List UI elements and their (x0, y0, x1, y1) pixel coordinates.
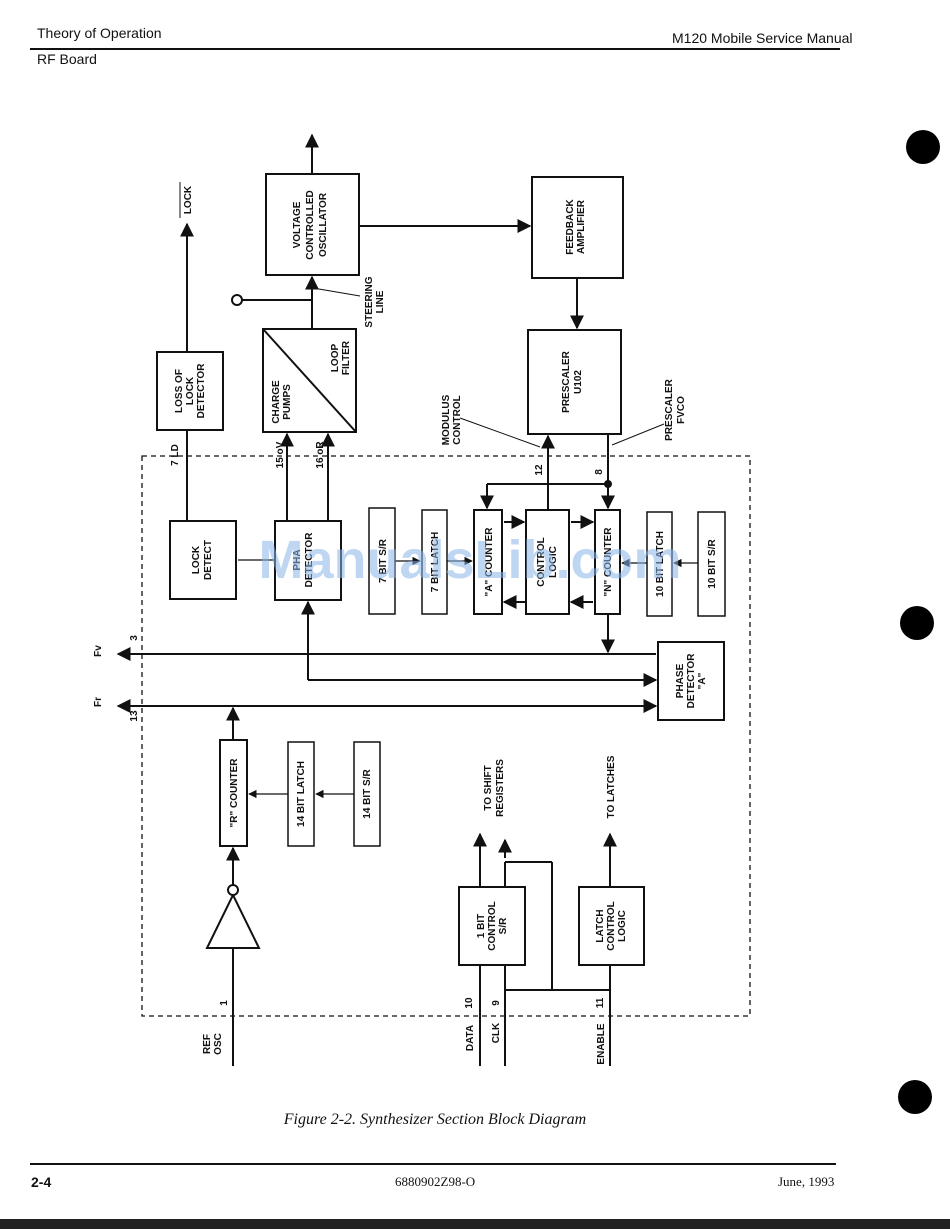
phase-detector-a-label-2: DETECTOR (686, 653, 697, 709)
pin-13: 13 (129, 710, 140, 722)
charge-pumps-label-2: PUMPS (282, 384, 293, 420)
punch-hole-middle (900, 606, 934, 640)
to-shift-registers-label-2: REGISTERS (495, 759, 506, 817)
pin-11: 11 (595, 997, 606, 1008)
prescaler-label-1: PRESCALER (561, 350, 572, 412)
header-rule (30, 48, 840, 50)
header-manual-title: M120 Mobile Service Manual (672, 30, 853, 46)
pin-9: 9 (491, 1000, 502, 1006)
data-label: DATA (465, 1025, 476, 1051)
loss-of-lock-label-2: LOCK (185, 376, 196, 405)
modulus-control-label-2: CONTROL (452, 395, 463, 444)
latch7-label: 7 BIT LATCH (430, 532, 441, 592)
phase-detector-a-block (657, 641, 725, 721)
latch-control-label-3: LOGIC (617, 910, 628, 942)
feedback-label-1: FEEDBACK (565, 198, 576, 254)
scan-edge-bar (0, 1219, 950, 1229)
sr10-block (697, 511, 726, 617)
page-number: 2-4 (31, 1174, 52, 1190)
pin-ov: 15 oV (275, 441, 286, 468)
lock-detect-block (169, 520, 237, 600)
r-counter-label: "R" COUNTER (229, 758, 240, 828)
lock-signal-label: LOCK (183, 185, 194, 214)
phase-detector-a-label-3: "A" (697, 672, 708, 689)
fv-label: Fv (93, 645, 104, 657)
pin-10: 10 (464, 997, 475, 1009)
prescaler-fvco-label-1: PRESCALER (664, 378, 675, 440)
phase-detector-b-label-1: PHA (292, 549, 303, 570)
phase-detector-a-label-1: PHASE (675, 663, 686, 698)
ref-osc-label-2: OSC (213, 1033, 224, 1055)
watermark: ManualsLib.com (258, 530, 681, 590)
sr10-label: 10 BIT S/R (707, 538, 718, 588)
pin-1: 1 (219, 1000, 230, 1006)
loss-of-lock-detector-block (156, 351, 224, 431)
prescaler-block (527, 329, 622, 435)
loop-filter-label-1: LOOP (330, 344, 341, 373)
sr7-label: 7 BIT S/R (378, 538, 389, 583)
vco-label-3: OSCILLATOR (318, 192, 329, 257)
document-number: 6880902Z98-O (395, 1174, 476, 1189)
a-counter-label: "A" COUNTER (484, 527, 495, 597)
footer-rule (30, 1163, 836, 1165)
latch7-block (421, 509, 448, 615)
control-sr-label-1: 1 BIT (476, 914, 487, 938)
latch-control-label-2: CONTROL (606, 901, 617, 950)
pin-ld: 7 LD (170, 444, 181, 466)
header-subsection-title: RF Board (37, 51, 97, 67)
figure-caption: Figure 2-2. Synthesizer Section Block Di… (283, 1111, 587, 1128)
loss-of-lock-label-3: DETECTOR (196, 363, 207, 419)
pin-3: 3 (129, 635, 140, 641)
vco-label-2: CONTROLLED (305, 190, 316, 259)
fr-label: Fr (93, 697, 104, 707)
feedback-label-2: AMPLIFIER (576, 199, 587, 254)
phase-detector-b-label-2: DETECTOR (304, 532, 315, 588)
clk-label: CLK (491, 1022, 502, 1043)
lock-detect-label-2: DETECT (203, 540, 214, 580)
loss-of-lock-label-1: LOSS OF (174, 369, 185, 413)
control-logic-label-2: LOGIC (548, 546, 559, 578)
ref-osc-label-1: REF (202, 1034, 213, 1054)
latch10-block (646, 511, 673, 617)
sr14-label: 14 BIT S/R (362, 768, 373, 818)
control-sr-label-3: S/R (498, 917, 509, 934)
latch-control-label-1: LATCH (595, 909, 606, 942)
enable-label: ENABLE (596, 1023, 607, 1064)
latch10-label: 10 BIT LATCH (655, 531, 666, 597)
latch-control-block (578, 886, 645, 966)
to-shift-registers-label-1: TO SHIFT (483, 765, 494, 810)
modulus-control-label-1: MODULUS (441, 394, 452, 445)
charge-pump-diagonal (262, 328, 357, 433)
header-section-title: Theory of Operation (37, 25, 162, 41)
pin-8: 8 (594, 469, 605, 475)
charge-pump-loop-filter-block (262, 328, 357, 433)
punch-hole-bottom (898, 1080, 932, 1114)
control-logic-label-1: CONTROL (536, 537, 547, 586)
steering-line-label-1: STEERING (364, 276, 375, 327)
prescaler-label-2: U102 (573, 370, 584, 394)
punch-hole-top (906, 130, 940, 164)
ic-boundary (141, 455, 751, 1017)
charge-pumps-label-1: CHARGE (271, 380, 282, 424)
lock-detect-label-1: LOCK (191, 545, 202, 574)
a-counter-block (473, 509, 503, 615)
control-sr-block (458, 886, 526, 966)
pin-or: 16 oR (315, 441, 326, 469)
vco-label-1: VOLTAGE (292, 201, 303, 248)
latch14-label: 14 BIT LATCH (296, 761, 307, 827)
n-counter-label: "N" COUNTER (603, 527, 614, 597)
steering-line-label-2: LINE (375, 290, 386, 313)
to-latches-label: TO LATCHES (606, 755, 617, 818)
publication-date: June, 1993 (778, 1174, 835, 1189)
control-sr-label-2: CONTROL (487, 901, 498, 950)
pin-12: 12 (534, 464, 545, 476)
prescaler-fvco-label-2: FVCO (676, 396, 687, 424)
loop-filter-label-2: FILTER (341, 340, 352, 375)
